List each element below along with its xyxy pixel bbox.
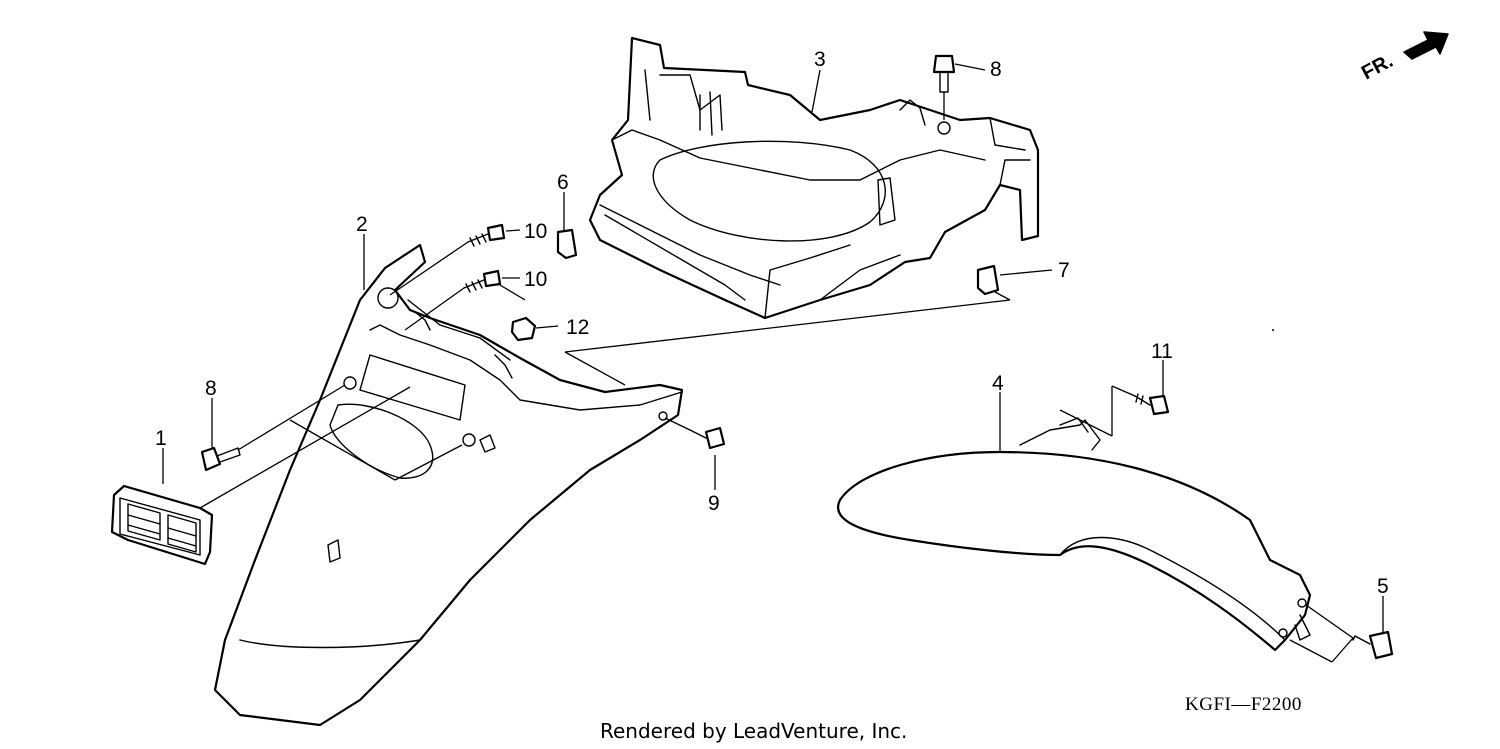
callout-9: 9 — [708, 492, 720, 515]
front-direction-indicator: FR. — [1358, 31, 1449, 85]
fastener-8-bolt-left — [200, 446, 241, 472]
callout-6: 6 — [557, 171, 569, 194]
credit-text: Rendered by LeadVenture, Inc. — [600, 719, 907, 743]
fastener-5-bolt — [1352, 630, 1394, 660]
callout-11: 11 — [1151, 340, 1173, 363]
callout-2: 2 — [356, 213, 368, 236]
leader-lines — [162, 63, 1384, 663]
callout-7: 7 — [1058, 259, 1070, 282]
callout-10-a: 10 — [524, 220, 547, 243]
fastener-10b — [463, 269, 502, 293]
callout-10-b: 10 — [524, 268, 547, 291]
fastener-10a — [467, 223, 506, 247]
callout-4: 4 — [992, 372, 1004, 395]
part-2-rear-fender — [213, 243, 684, 727]
callouts: 1 2 3 4 5 6 7 8 8 9 10 10 11 12 — [155, 48, 1389, 598]
fastener-6-clip — [556, 228, 578, 260]
callout-8-top: 8 — [990, 58, 1002, 81]
direction-arrow-icon — [1403, 31, 1449, 60]
callout-12: 12 — [566, 316, 589, 339]
part-3-inner-box — [588, 36, 1040, 320]
callout-3: 3 — [814, 48, 826, 71]
fastener-12-nut — [510, 316, 537, 342]
fastener-11-screw — [1134, 393, 1170, 416]
fastener-8-bolt-top — [932, 54, 956, 93]
diagram-code: KGFI—F2200 — [1185, 694, 1302, 715]
fastener-7-clip — [976, 264, 1000, 296]
callout-5: 5 — [1377, 575, 1389, 598]
callout-8-left: 8 — [205, 377, 217, 400]
direction-label: FR. — [1358, 50, 1397, 85]
stray-dot — [1272, 329, 1274, 331]
fastener-9-screw — [689, 426, 726, 450]
callout-1: 1 — [155, 427, 167, 450]
part-1-reflector — [110, 484, 214, 566]
part-4-front-fender — [837, 417, 1312, 652]
